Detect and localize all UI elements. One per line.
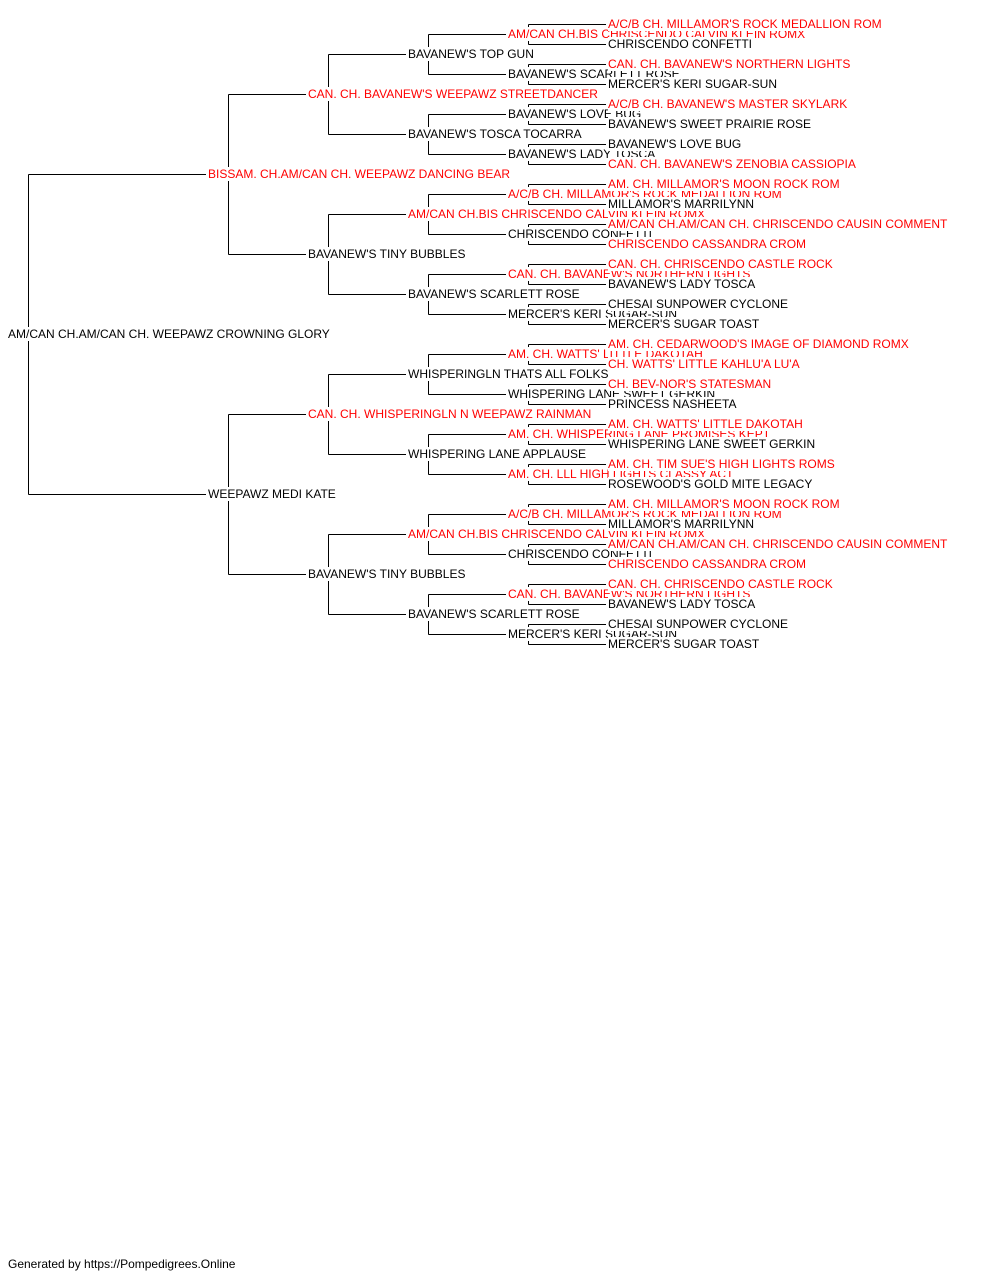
pedigree-name: WHISPERING LANE SWEET GERKIN: [608, 437, 818, 451]
pedigree-name: MERCER'S SUGAR TOAST: [608, 317, 762, 331]
pedigree-name: BAVANEW'S SCARLETT ROSE: [408, 607, 582, 621]
pedigree-name: CH. WATTS' LITTLE KAHLU'A LU'A: [608, 357, 802, 371]
pedigree-name: AM. CH. CEDARWOOD'S IMAGE OF DIAMOND ROM…: [608, 337, 911, 351]
pedigree-name: AM/CAN CH.AM/CAN CH. WEEPAWZ CROWNING GL…: [8, 327, 332, 341]
pedigree-name: AM. CH. TIM SUE'S HIGH LIGHTS ROMS: [608, 457, 837, 471]
pedigree-name: AM. CH. WATTS' LITTLE DAKOTAH: [608, 417, 805, 431]
pedigree-name: CHESAI SUNPOWER CYCLONE: [608, 617, 791, 631]
pedigree-name: WEEPAWZ MEDI KATE: [208, 487, 338, 501]
pedigree-name: AM. CH. MILLAMOR'S MOON ROCK ROM: [608, 497, 842, 511]
pedigree-name: BAVANEW'S LADY TOSCA: [608, 597, 758, 611]
pedigree-name: CHESAI SUNPOWER CYCLONE: [608, 297, 791, 311]
pedigree-name: CAN. CH. BAVANEW'S WEEPAWZ STREETDANCER: [308, 87, 600, 101]
pedigree-name: BISSAM. CH.AM/CAN CH. WEEPAWZ DANCING BE…: [208, 167, 513, 181]
pedigree-name: CHRISCENDO CONFETTI: [608, 37, 754, 51]
pedigree-name: WHISPERING LANE APPLAUSE: [408, 447, 589, 461]
footer-credit: Generated by https://Pompedigrees.Online: [8, 1257, 236, 1271]
pedigree-name: MERCER'S SUGAR TOAST: [608, 637, 762, 651]
pedigree-name: CAN. CH. CHRISCENDO CASTLE ROCK: [608, 577, 835, 591]
pedigree-name: A/C/B CH. MILLAMOR'S ROCK MEDALLION ROM: [608, 17, 884, 31]
pedigree-name: BAVANEW'S TOP GUN: [408, 47, 536, 61]
pedigree-name: CHRISCENDO CASSANDRA CROM: [608, 557, 809, 571]
pedigree-name: MILLAMOR'S MARRILYNN: [608, 197, 757, 211]
pedigree-name: BAVANEW'S TINY BUBBLES: [308, 567, 468, 581]
pedigree-name: BAVANEW'S SCARLETT ROSE: [408, 287, 582, 301]
pedigree-name: BAVANEW'S SWEET PRAIRIE ROSE: [608, 117, 813, 131]
pedigree-name: CAN. CH. BAVANEW'S NORTHERN LIGHTS: [608, 57, 853, 71]
pedigree-name: CH. BEV-NOR'S STATESMAN: [608, 377, 774, 391]
pedigree-name: MILLAMOR'S MARRILYNN: [608, 517, 757, 531]
pedigree-name: A/C/B CH. BAVANEW'S MASTER SKYLARK: [608, 97, 850, 111]
pedigree-name: PRINCESS NASHEETA: [608, 397, 739, 411]
pedigree-name: AM/CAN CH.AM/CAN CH. CHRISCENDO CAUSIN C…: [608, 217, 950, 231]
pedigree-name: AM. CH. MILLAMOR'S MOON ROCK ROM: [608, 177, 842, 191]
pedigree-name: MERCER'S KERI SUGAR-SUN: [608, 77, 779, 91]
pedigree-name: BAVANEW'S TOSCA TOCARRA: [408, 127, 584, 141]
pedigree-name: CAN. CH. BAVANEW'S ZENOBIA CASSIOPIA: [608, 157, 858, 171]
pedigree-name: AM/CAN CH.AM/CAN CH. CHRISCENDO CAUSIN C…: [608, 537, 950, 551]
pedigree-name: WHISPERINGLN THATS ALL FOLKS: [408, 367, 611, 381]
pedigree-name: CAN. CH. WHISPERINGLN N WEEPAWZ RAINMAN: [308, 407, 594, 421]
pedigree-name: BAVANEW'S LADY TOSCA: [608, 277, 758, 291]
pedigree-name: BAVANEW'S TINY BUBBLES: [308, 247, 468, 261]
pedigree-name: ROSEWOOD'S GOLD MITE LEGACY: [608, 477, 815, 491]
pedigree-name: BAVANEW'S LOVE BUG: [608, 137, 744, 151]
pedigree-name: CHRISCENDO CASSANDRA CROM: [608, 237, 809, 251]
pedigree-name: CAN. CH. CHRISCENDO CASTLE ROCK: [608, 257, 835, 271]
